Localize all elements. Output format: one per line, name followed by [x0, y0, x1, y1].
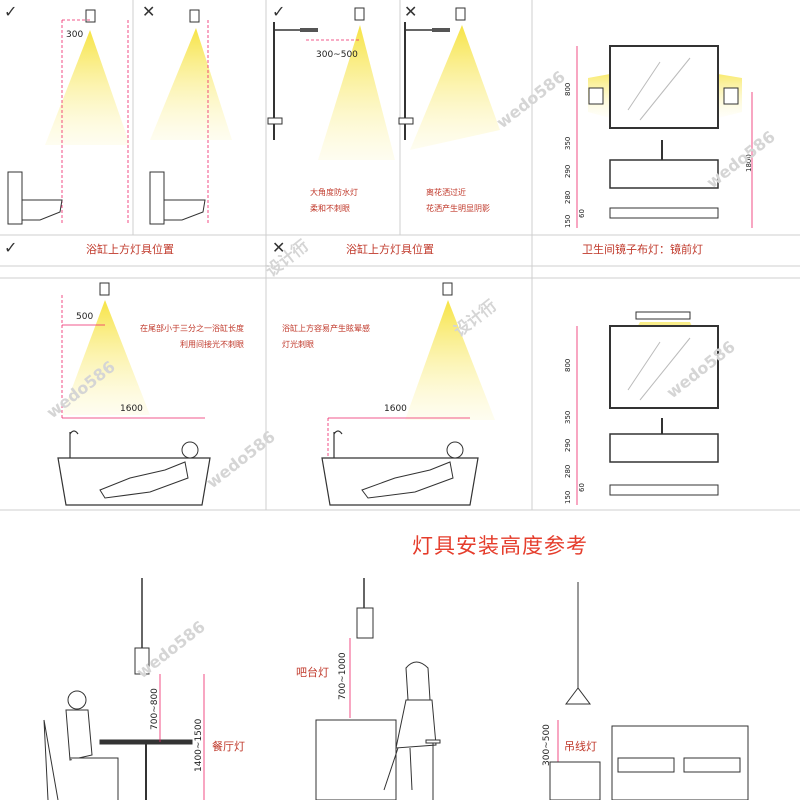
shower-bad-note-1: 离花洒过近: [426, 188, 466, 197]
bar-person: [383, 661, 441, 800]
dining-lamp-label: 餐厅灯: [212, 740, 245, 753]
cross-mark-3: ✕: [272, 238, 286, 257]
shower-bad-note-2: 花洒产生明显阴影: [426, 204, 490, 213]
bather-left: [99, 441, 199, 499]
mirror-side-lamps: [576, 45, 753, 228]
dim-bathtub-offset: 500: [76, 312, 94, 322]
mirror-dim-280: 280: [564, 190, 572, 204]
bathtub-bad-note-1: 浴缸上方容易产生眩晕感: [282, 324, 370, 333]
dim-bathtub-length-right: 1600: [384, 404, 407, 414]
dim-shower-offset: 300~500: [316, 50, 358, 60]
bathtub-lamp-bad: [327, 282, 495, 470]
bathtub-lamp-good: [61, 282, 205, 419]
dining-dim-gap: 700~800: [150, 688, 160, 730]
bather-right: [361, 441, 464, 499]
mirror-dim-290: 290: [564, 164, 572, 178]
bathtub-good-note-2: 利用间接光不刺眼: [180, 340, 244, 349]
caption-bathtub-left: 浴缸上方灯具位置: [86, 243, 174, 256]
shower-lamp-bad: [398, 7, 500, 150]
pendant-lamp-label: 吊线灯: [564, 740, 597, 753]
mirror2-dim-280: 280: [564, 464, 572, 478]
toilet-lamp-good: [45, 9, 130, 225]
mirror-dim-150: 150: [564, 214, 572, 228]
bar-lamp-label: 吧台灯: [296, 666, 329, 679]
bar-pendant: [315, 578, 397, 800]
dining-dim-height: 1400~1500: [194, 718, 204, 772]
dim-toilet-offset: 300: [66, 30, 84, 40]
check-mark-2: ✓: [272, 2, 286, 21]
mirror-top-lamp: [576, 311, 719, 505]
check-mark-3: ✓: [4, 238, 18, 257]
bedroom-pendant: [549, 582, 749, 800]
mirror-dim-60: 60: [578, 209, 586, 218]
pendant-dim: 300~500: [542, 724, 552, 766]
dining-pendant: [99, 578, 205, 800]
bathtub-good-note-1: 在尾部小于三分之一浴缸长度: [140, 324, 244, 333]
bar-dim: 700~1000: [338, 652, 348, 700]
page-title: 灯具安装高度参考: [412, 534, 588, 558]
seated-person: [43, 690, 119, 800]
mirror2-dim-290: 290: [564, 438, 572, 452]
toilet-left: [7, 171, 63, 225]
toilet-lamp-bad: [150, 9, 232, 225]
cross-mark-1: ✕: [142, 2, 156, 21]
caption-bathtub-right: 浴缸上方灯具位置: [346, 243, 434, 256]
shower-good-note-2: 柔和不刺眼: [310, 204, 350, 213]
dim-bathtub-length-left: 1600: [120, 404, 143, 414]
mirror-dim-350: 350: [564, 136, 572, 150]
mirror2-dim-60: 60: [578, 483, 586, 492]
check-mark-1: ✓: [4, 2, 18, 21]
mirror2-dim-150: 150: [564, 490, 572, 504]
shower-lamp-good: [267, 7, 395, 160]
mirror2-dim-350: 350: [564, 410, 572, 424]
cross-mark-2: ✕: [404, 2, 418, 21]
mirror2-dim-800: 800: [564, 358, 572, 372]
shower-good-note-1: 大角度防水灯: [310, 188, 358, 197]
caption-mirror: 卫生间镜子布灯：镜前灯: [582, 243, 703, 256]
toilet-right: [149, 171, 206, 225]
bathtub-bad-note-2: 灯光刺眼: [282, 340, 314, 349]
